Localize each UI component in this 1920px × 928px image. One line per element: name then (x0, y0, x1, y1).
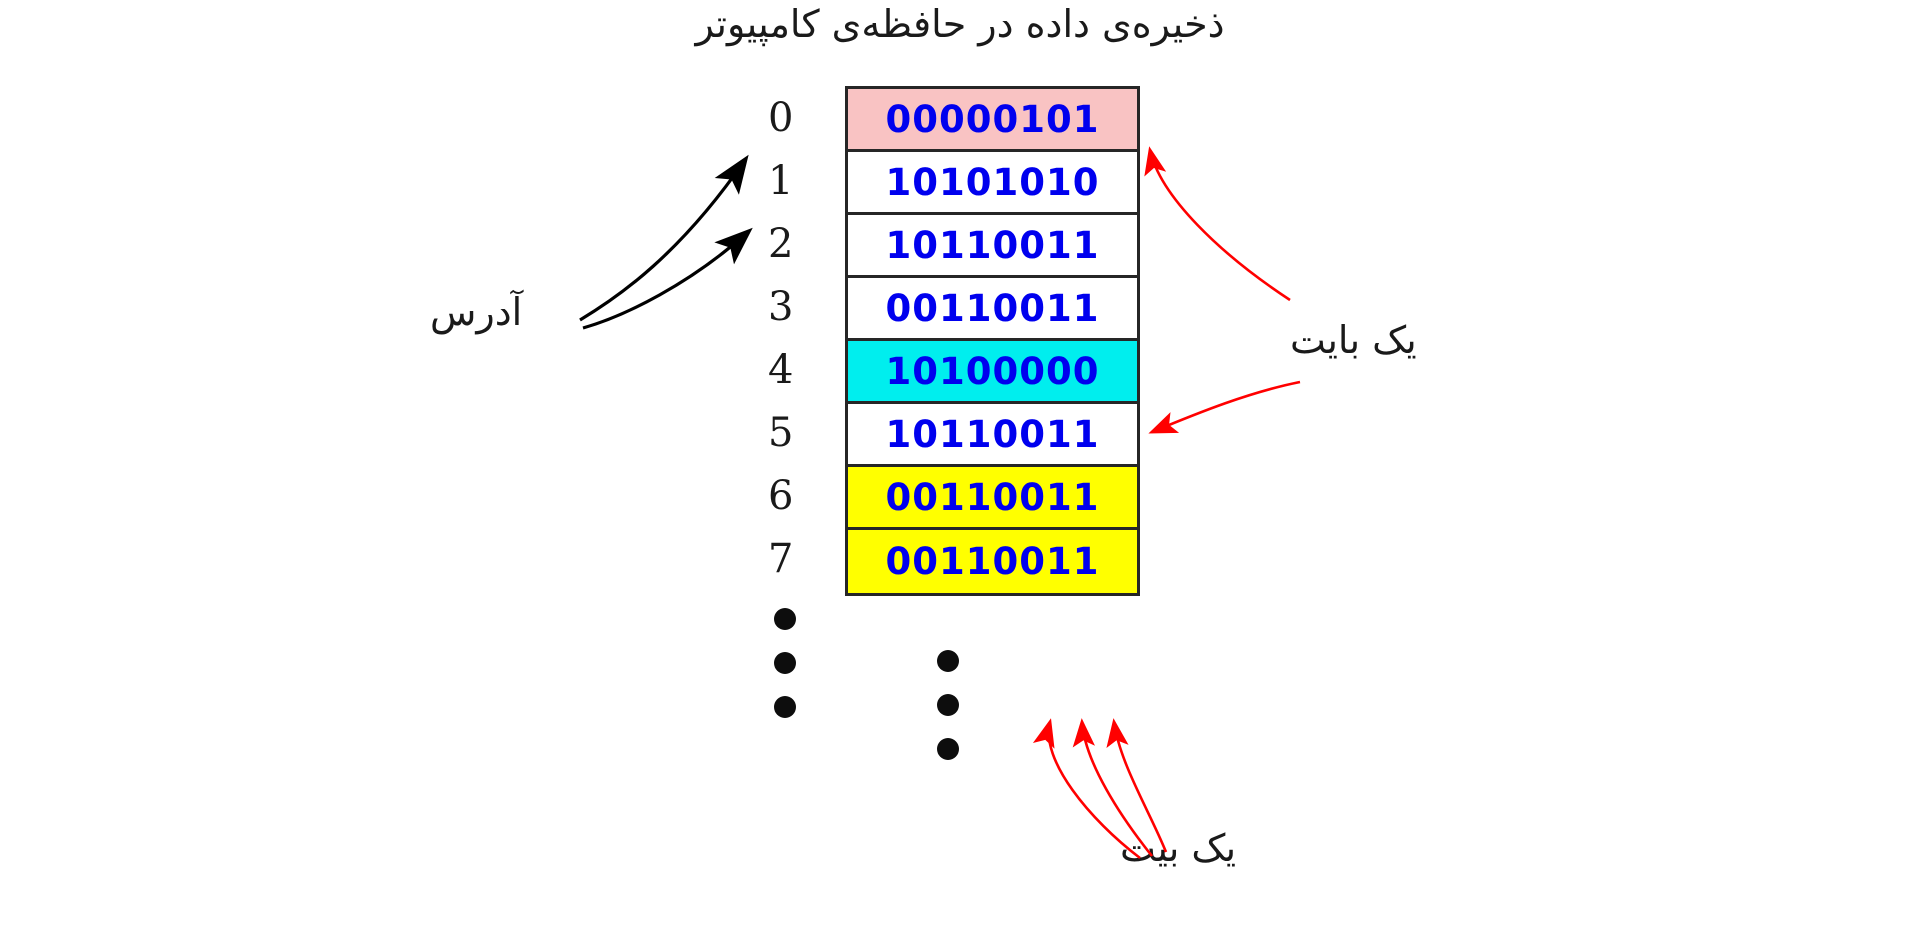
address-label-6: 6 (768, 472, 794, 519)
byte-arrow-group (1144, 146, 1301, 434)
address-label-3: 3 (768, 283, 794, 330)
memory-table: 00000101 10101010 10110011 00110011 1010… (845, 86, 1140, 596)
ellipsis-dot (937, 650, 959, 672)
memory-value-7: 00110011 (885, 540, 1100, 583)
address-arrow-to-row1 (582, 227, 753, 330)
ellipsis-dot (937, 738, 959, 760)
address-cell: 5 (760, 401, 830, 464)
address-arrow-group (579, 154, 753, 330)
memory-row-3: 00110011 (848, 278, 1137, 341)
byte-arrow-to-row0 (1144, 146, 1291, 302)
address-label-4: 4 (768, 346, 794, 393)
address-cell: 4 (760, 338, 830, 401)
address-label-1: 1 (768, 157, 794, 204)
memory-row-2: 10110011 (848, 215, 1137, 278)
address-label-0: 0 (768, 94, 794, 141)
address-cell: 2 (760, 212, 830, 275)
address-cell: 6 (760, 464, 830, 527)
memory-value-2: 10110011 (885, 223, 1100, 267)
memory-row-0: 00000101 (848, 89, 1137, 152)
memory-row-7: 00110011 (848, 530, 1137, 593)
memory-value-0: 00000101 (885, 97, 1100, 141)
memory-value-5: 10110011 (885, 412, 1100, 456)
memory-value-4: 10100000 (885, 349, 1100, 393)
memory-value-6: 00110011 (885, 475, 1100, 519)
address-arrow-to-row0 (579, 154, 749, 322)
address-cell: 3 (760, 275, 830, 338)
ellipsis-dot (937, 694, 959, 716)
address-annotation-label: آدرس (430, 290, 523, 334)
ellipsis-dot (774, 696, 796, 718)
memory-continuation-dots (937, 650, 959, 782)
address-label-7: 7 (768, 535, 794, 582)
byte-arrow-to-row4 (1148, 380, 1301, 434)
ellipsis-dot (774, 652, 796, 674)
address-cell: 0 (760, 86, 830, 149)
memory-row-1: 10101010 (848, 152, 1137, 215)
memory-row-5: 10110011 (848, 404, 1137, 467)
one-bit-annotation-label: یک بیت (1120, 826, 1237, 870)
one-byte-annotation-label: یک بایت (1290, 318, 1417, 362)
page-title: ذخیره‌ی داده در حافظه‌ی کامپیوتر (695, 2, 1225, 46)
memory-value-1: 10101010 (885, 160, 1100, 204)
ellipsis-dot (774, 608, 796, 630)
address-label-2: 2 (768, 220, 794, 267)
address-cell: 1 (760, 149, 830, 212)
address-cell: 7 (760, 527, 830, 590)
memory-value-3: 00110011 (885, 286, 1100, 330)
address-continuation-dots (774, 608, 796, 740)
address-column: 0 1 2 3 4 5 6 7 (760, 86, 830, 590)
address-label-5: 5 (768, 409, 794, 456)
memory-row-4: 10100000 (848, 341, 1137, 404)
memory-row-6: 00110011 (848, 467, 1137, 530)
